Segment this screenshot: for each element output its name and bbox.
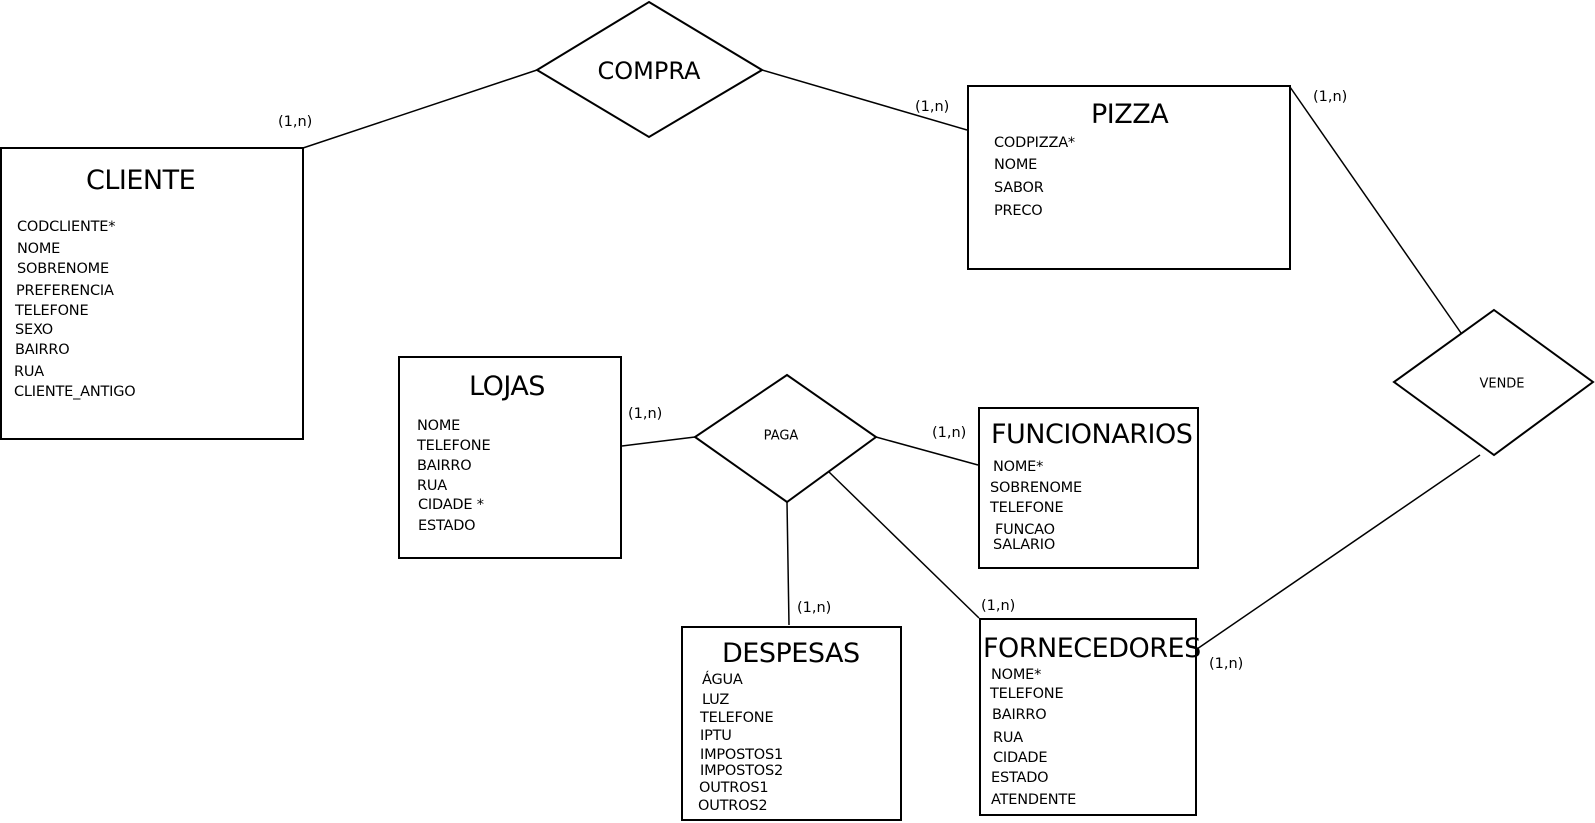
vende-label: VENDE <box>1479 376 1525 392</box>
attr-codpizza: CODPIZZA* <box>994 135 1075 151</box>
entity-cliente[interactable]: CLIENTE CODCLIENTE* NOME SOBRENOME PREFE… <box>0 147 304 440</box>
attr-nome: NOME* <box>991 667 1042 683</box>
entity-fornecedores-title: FORNECEDORES <box>983 633 1201 664</box>
attr-sexo: SEXO <box>15 322 53 338</box>
entity-pizza[interactable]: PIZZA CODPIZZA* NOME SABOR PRECO <box>967 85 1291 270</box>
attr-codcliente: CODCLIENTE* <box>17 219 116 235</box>
attr-telefone: TELEFONE <box>417 438 491 454</box>
entity-funcionarios[interactable]: FUNCIONARIOS NOME* SOBRENOME TELEFONE FU… <box>978 407 1199 569</box>
entity-lojas[interactable]: LOJAS NOME TELEFONE BAIRRO RUA CIDADE * … <box>398 356 622 559</box>
entity-cliente-title: CLIENTE <box>86 165 196 196</box>
line-lojas-paga <box>621 436 696 447</box>
attr-bairro: BAIRRO <box>15 342 70 358</box>
attr-preco: PRECO <box>994 203 1043 219</box>
line-cliente-compra <box>302 69 538 149</box>
paga-label: PAGA <box>763 428 799 444</box>
attr-nome: NOME* <box>993 459 1044 475</box>
entity-lojas-title: LOJAS <box>469 371 545 402</box>
attr-rua: RUA <box>993 730 1024 746</box>
attr-telefone: TELEFONE <box>15 303 89 319</box>
attr-iptu: IPTU <box>700 728 732 744</box>
cardinality-paga-lojas: (1,n) <box>628 406 663 422</box>
entity-fornecedores[interactable]: FORNECEDORES NOME* TELEFONE BAIRRO RUA C… <box>979 618 1201 816</box>
attr-telefone: TELEFONE <box>990 686 1064 702</box>
line-paga-despesas <box>786 501 790 626</box>
attr-nome: NOME <box>17 241 61 257</box>
attr-rua: RUA <box>14 364 45 380</box>
attr-sobrenome: SOBRENOME <box>990 480 1082 496</box>
line-paga-fornecedores <box>828 471 980 619</box>
line-vende-fornecedores <box>1196 454 1481 650</box>
compra-diamond[interactable] <box>535 0 764 139</box>
attr-estado: ESTADO <box>418 518 476 534</box>
attr-funcao: FUNCAO <box>995 522 1055 538</box>
attr-impostos2: IMPOSTOS2 <box>700 763 784 779</box>
cardinality-paga-despesas: (1,n) <box>797 600 832 616</box>
line-pizza-vende <box>1289 86 1462 334</box>
cardinality-vende-fornecedores: (1,n) <box>1209 656 1244 672</box>
attr-outros1: OUTROS1 <box>699 780 769 796</box>
entity-funcionarios-title: FUNCIONARIOS <box>991 419 1193 450</box>
cardinality-paga-funcionarios: (1,n) <box>932 425 967 441</box>
attr-sobrenome: SOBRENOME <box>17 261 109 277</box>
attr-outros2: OUTROS2 <box>698 798 768 814</box>
attr-bairro: BAIRRO <box>417 458 472 474</box>
attr-sabor: SABOR <box>994 180 1044 196</box>
attr-atendente: ATENDENTE <box>991 792 1077 808</box>
attr-nome: NOME <box>417 418 461 434</box>
entity-despesas-title: DESPESAS <box>722 638 860 669</box>
attr-salario: SALARIO <box>993 537 1056 553</box>
attr-telefone: TELEFONE <box>990 500 1064 516</box>
vende-diamond[interactable] <box>1392 308 1595 457</box>
attr-nome: NOME <box>994 157 1038 173</box>
attr-cidade: CIDADE * <box>418 497 484 513</box>
attr-luz: LUZ <box>702 692 730 708</box>
attr-telefone: TELEFONE <box>700 710 774 726</box>
line-paga-funcionarios <box>875 436 979 466</box>
attr-cidade: CIDADE <box>993 750 1048 766</box>
cardinality-paga-fornecedores: (1,n) <box>981 598 1016 614</box>
cardinality-compra-pizza: (1,n) <box>915 99 950 115</box>
attr-bairro: BAIRRO <box>992 707 1047 723</box>
attr-estado: ESTADO <box>991 770 1049 786</box>
attr-cliente-antigo: CLIENTE_ANTIGO <box>14 384 136 400</box>
entity-despesas[interactable]: DESPESAS ÁGUA LUZ TELEFONE IPTU IMPOSTOS… <box>681 626 902 821</box>
entity-pizza-title: PIZZA <box>1091 99 1169 130</box>
cardinality-vende-pizza: (1,n) <box>1313 89 1348 105</box>
attr-impostos1: IMPOSTOS1 <box>700 747 784 763</box>
compra-label: COMPRA <box>597 57 701 85</box>
attr-rua: RUA <box>417 478 448 494</box>
cardinality-compra-cliente: (1,n) <box>278 114 313 130</box>
attr-agua: ÁGUA <box>702 672 743 688</box>
line-compra-pizza <box>761 69 968 131</box>
attr-preferencia: PREFERENCIA <box>16 283 114 299</box>
